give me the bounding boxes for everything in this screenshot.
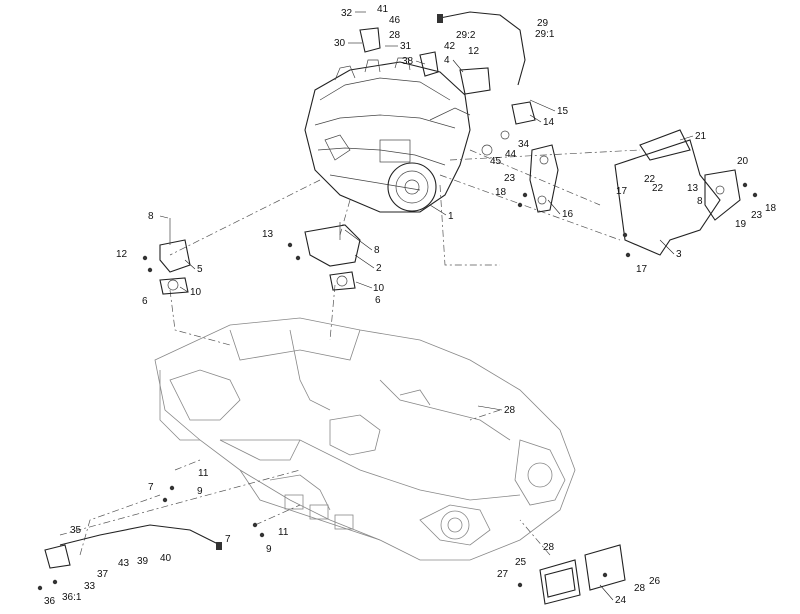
callout-10: 10 [373, 283, 385, 294]
assembly-leaders [59, 149, 641, 556]
callout-11: 11 [278, 527, 289, 538]
callout-46: 46 [389, 15, 401, 26]
callout-44: 44 [505, 149, 517, 160]
callout-40: 40 [160, 553, 172, 564]
callout-26: 26 [649, 576, 661, 587]
callout-19: 19 [735, 219, 747, 230]
top-brackets [359, 27, 536, 156]
callout-45: 45 [490, 156, 502, 167]
callout-8: 8 [697, 196, 703, 207]
callout-27: 27 [497, 569, 509, 580]
callout-42: 42 [444, 41, 456, 52]
callout-32: 32 [341, 8, 353, 19]
callout-10: 10 [190, 287, 202, 298]
rear-bracket [529, 144, 559, 213]
callout-3: 3 [676, 249, 682, 260]
callout-43: 43 [118, 558, 130, 569]
callout-6: 6 [375, 295, 381, 306]
callout-leaders [159, 11, 694, 601]
chassis-frame [154, 317, 576, 561]
callout-28: 28 [634, 583, 646, 594]
callout-17: 17 [616, 186, 628, 197]
callout-31: 31 [400, 41, 412, 52]
callout-18: 18 [495, 187, 507, 198]
callout-4: 4 [444, 55, 450, 66]
throttle-cable [437, 11, 526, 86]
callout-21: 21 [695, 131, 707, 142]
callout-17: 17 [636, 264, 648, 275]
callout-38: 38 [402, 56, 414, 67]
callout-41: 41 [377, 4, 389, 15]
engine-assembly [304, 57, 471, 213]
callout-15: 15 [557, 106, 569, 117]
callout-8: 8 [374, 245, 380, 256]
callout-28: 28 [504, 405, 516, 416]
callout-23: 23 [504, 173, 516, 184]
callout-labels: 32 41 46 30 28 31 29 29:2 29:1 42 38 12 … [44, 4, 777, 607]
callout-11: 11 [198, 468, 209, 479]
callout-8: 8 [148, 211, 154, 222]
callout-37: 37 [97, 569, 109, 580]
callout-16: 16 [562, 209, 574, 220]
lower-cable-assembly [44, 524, 222, 569]
center-mount-bracket [304, 222, 361, 291]
callout-22: 22 [652, 183, 664, 194]
callout-23: 23 [751, 210, 763, 221]
callout-30: 30 [334, 38, 346, 49]
callout-6: 6 [142, 296, 148, 307]
callout-9: 9 [197, 486, 203, 497]
callout-12: 12 [468, 46, 480, 57]
callout-9: 9 [266, 544, 272, 555]
callout-7: 7 [148, 482, 154, 493]
callout-5: 5 [197, 264, 203, 275]
callout-24: 24 [615, 595, 627, 606]
callout-35: 35 [70, 525, 82, 536]
callout-29-1: 29:1 [535, 29, 555, 40]
callout-28: 28 [543, 542, 555, 553]
callout-34: 34 [518, 139, 530, 150]
callout-13: 13 [687, 183, 699, 194]
callout-36-1: 36:1 [62, 592, 82, 603]
callout-25: 25 [515, 557, 527, 568]
hardware-small [37, 182, 758, 591]
callout-20: 20 [737, 156, 749, 167]
callout-18: 18 [765, 203, 777, 214]
callout-7: 7 [225, 534, 231, 545]
callout-39: 39 [137, 556, 149, 567]
callout-29: 29 [537, 18, 549, 29]
callout-12: 12 [116, 249, 128, 260]
callout-13: 13 [262, 229, 274, 240]
callout-1: 1 [448, 211, 454, 222]
callout-2: 2 [376, 263, 382, 274]
control-module [539, 544, 626, 605]
callout-28: 28 [389, 30, 401, 41]
left-mount-bracket [159, 218, 191, 295]
callout-14: 14 [543, 117, 555, 128]
right-mount-bracket [614, 129, 741, 256]
callout-33: 33 [84, 581, 96, 592]
callout-36: 36 [44, 596, 56, 607]
callout-22: 22 [644, 174, 656, 185]
callout-29-2: 29:2 [456, 30, 476, 41]
